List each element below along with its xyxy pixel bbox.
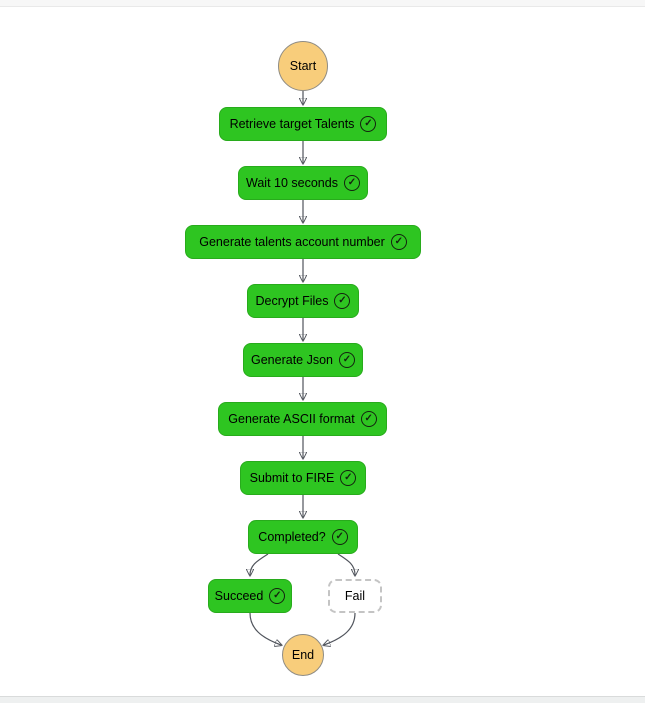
success-check-icon: ✓ [343,175,360,191]
success-check-icon: ✓ [340,470,357,486]
node-decrypt-files[interactable]: Decrypt Files ✓ [247,284,359,318]
success-check-icon: ✓ [331,529,348,545]
node-start-label: Start [289,59,317,73]
node-label: Generate ASCII format [228,412,355,426]
node-generate-talents-account-number[interactable]: Generate talents account number ✓ [185,225,421,259]
success-check-icon: ✓ [360,411,377,427]
node-label: Wait 10 seconds [246,176,338,190]
node-label: Decrypt Files [255,294,329,308]
node-completed-choice[interactable]: Completed? ✓ [248,520,358,554]
node-label: Retrieve target Talents [229,117,355,131]
node-label: Generate talents account number [199,235,385,249]
node-label: Submit to FIRE [249,471,335,485]
node-start[interactable]: Start [278,41,328,91]
node-retrieve-target-talents[interactable]: Retrieve target Talents ✓ [219,107,387,141]
edge-completed-succeed [250,553,269,575]
node-end-label: End [291,648,315,662]
node-generate-ascii-format[interactable]: Generate ASCII format ✓ [218,402,387,436]
node-end[interactable]: End [282,634,324,676]
success-check-icon: ✓ [390,234,407,250]
node-succeed[interactable]: Succeed ✓ [208,579,292,613]
success-check-icon: ✓ [339,352,355,368]
edge-fail-end [324,612,356,645]
node-wait-10-seconds[interactable]: Wait 10 seconds ✓ [238,166,368,200]
node-generate-json[interactable]: Generate Json ✓ [243,343,363,377]
node-label: Completed? [258,530,326,544]
node-label: Fail [344,589,366,603]
edge-succeed-end [249,612,281,645]
node-fail[interactable]: Fail [328,579,382,613]
node-label: Succeed [214,589,264,603]
edge-completed-fail [337,553,355,575]
node-submit-to-fire[interactable]: Submit to FIRE ✓ [240,461,366,495]
top-window-strip [0,0,645,7]
success-check-icon: ✓ [269,588,286,604]
bottom-window-strip [0,696,645,703]
success-check-icon: ✓ [360,116,377,132]
success-check-icon: ✓ [334,293,351,309]
node-label: Generate Json [251,353,333,367]
